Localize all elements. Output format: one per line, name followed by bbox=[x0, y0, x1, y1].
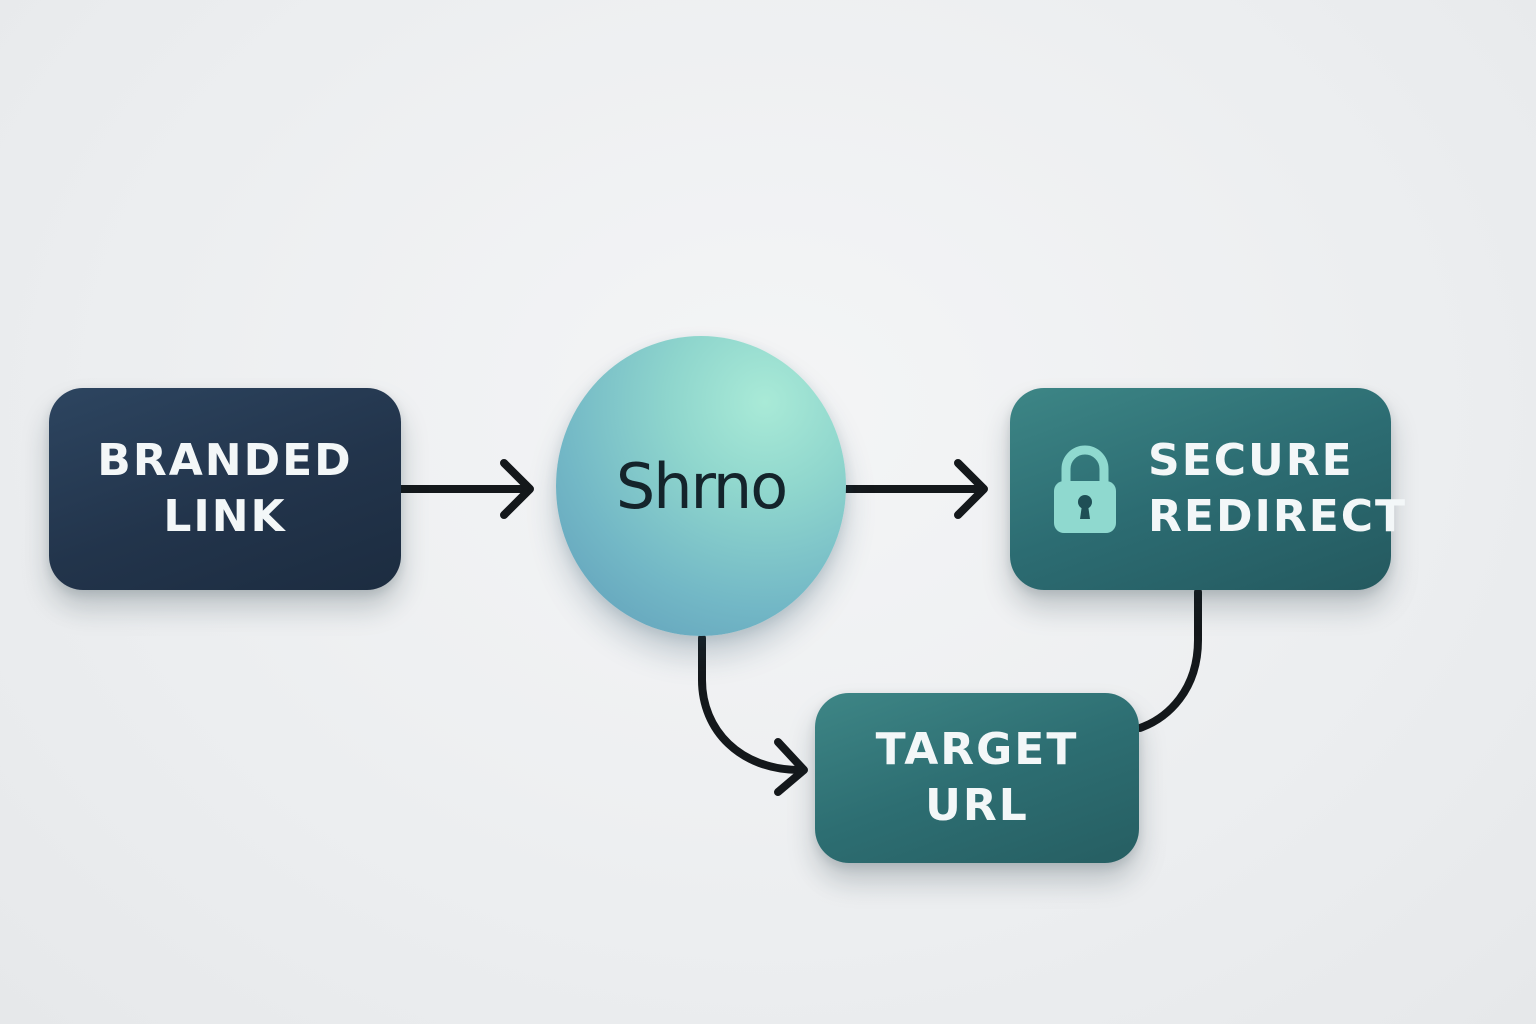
target-url-node: TARGET URL bbox=[815, 693, 1139, 863]
hub-label: Shrno bbox=[615, 449, 788, 523]
line-secure-to-target bbox=[1136, 588, 1202, 732]
branded-link-label: BRANDED LINK bbox=[97, 435, 353, 542]
arrowhead-hub-to-target bbox=[774, 738, 808, 796]
target-url-label: TARGET URL bbox=[875, 724, 1079, 831]
hub-node: Shrno bbox=[556, 336, 846, 636]
arrow-hub-to-target bbox=[698, 634, 804, 774]
secure-redirect-node: SECURE REDIRECT bbox=[1010, 388, 1405, 590]
arrowhead-branded-to-hub bbox=[500, 459, 534, 519]
branded-link-node: BRANDED LINK bbox=[49, 388, 401, 590]
secure-redirect-label: SECURE REDIRECT bbox=[1148, 435, 1408, 542]
lock-icon bbox=[1052, 441, 1118, 537]
arrowhead-hub-to-secure bbox=[954, 459, 988, 519]
